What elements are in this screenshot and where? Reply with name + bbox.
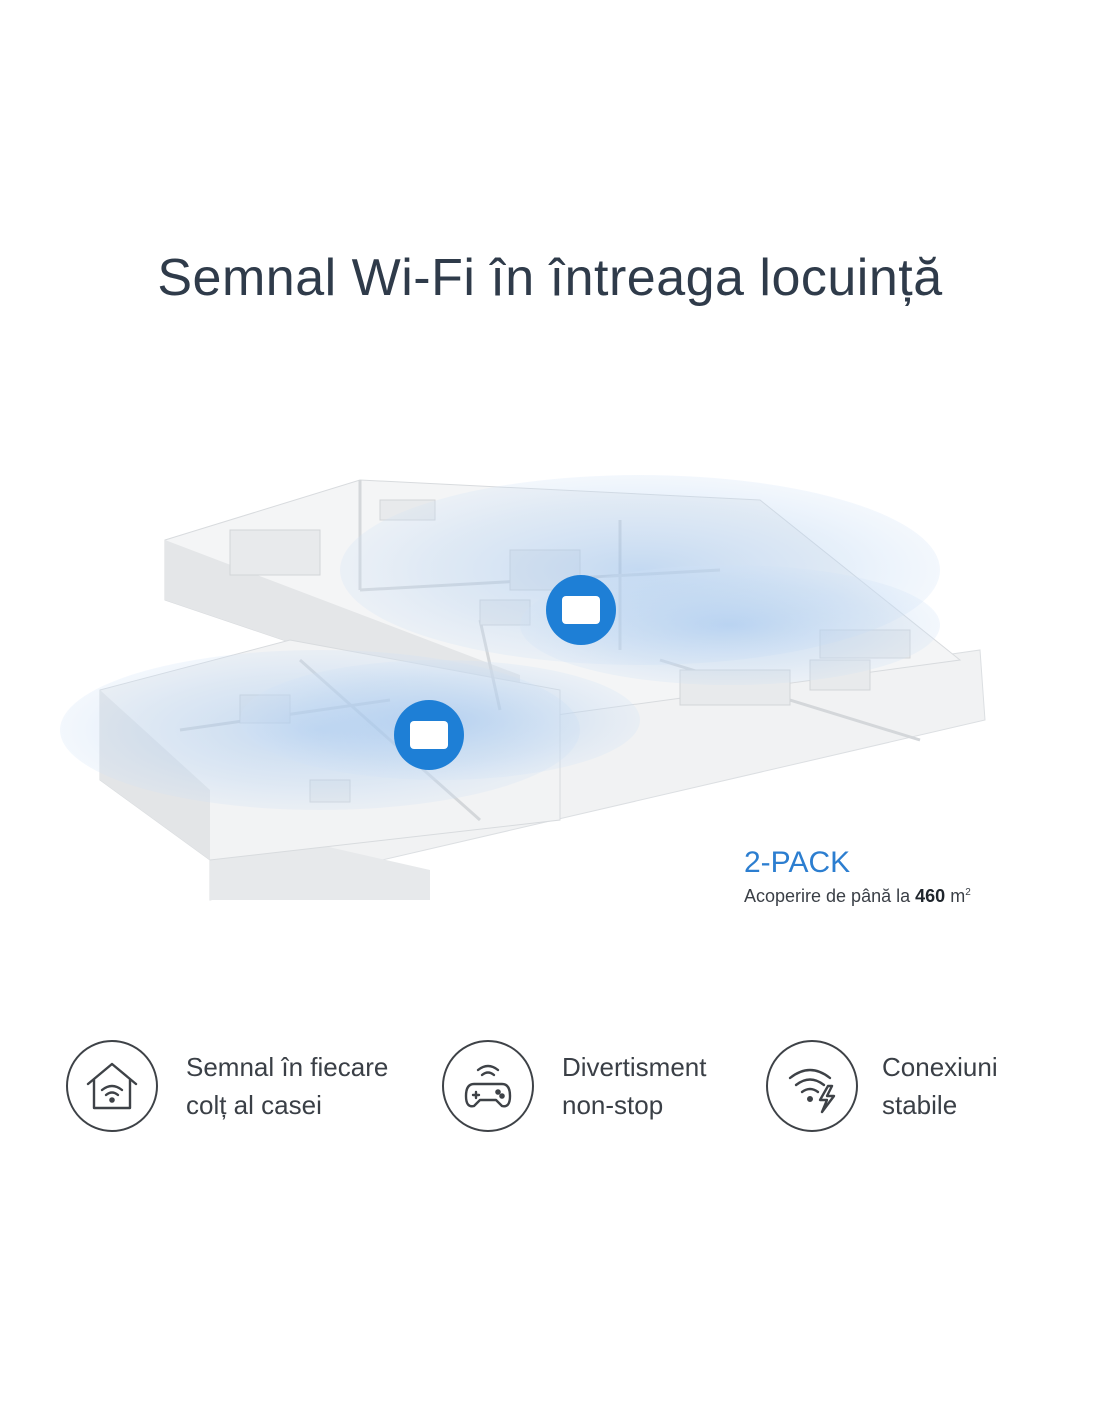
feature-stable-line2: stabile xyxy=(882,1090,958,1120)
feature-coverage-line2: colț al casei xyxy=(186,1090,322,1120)
wifi-bolt-icon xyxy=(766,1040,858,1132)
feature-stable: Conexiuni stabile xyxy=(766,1040,1066,1134)
house-wifi-icon xyxy=(66,1040,158,1132)
pack-label: 2-PACK xyxy=(744,846,851,879)
feature-coverage-line1: Semnal în fiecare xyxy=(186,1052,389,1082)
coverage-text: Acoperire de până la 460 m2 xyxy=(744,886,971,907)
feature-coverage: Semnal în fiecare colț al casei xyxy=(66,1040,426,1134)
feature-entertainment-line2: non-stop xyxy=(562,1090,664,1120)
feature-entertainment-line1: Divertisment xyxy=(562,1052,707,1082)
coverage-prefix: Acoperire de până la xyxy=(744,886,911,906)
router-upper-icon xyxy=(546,575,616,645)
coverage-value: 460 xyxy=(915,886,946,906)
feature-entertainment: Divertisment non-stop xyxy=(442,1040,762,1134)
coverage-unit: m xyxy=(950,886,966,906)
gamepad-wifi-icon xyxy=(442,1040,534,1132)
router-lower-icon xyxy=(394,700,464,770)
feature-stable-line1: Conexiuni xyxy=(882,1052,998,1082)
coverage-unit-sup: 2 xyxy=(965,887,971,898)
page-title: Semnal Wi-Fi în întreaga locuință xyxy=(157,249,943,307)
floorplan-illustration xyxy=(60,475,986,901)
